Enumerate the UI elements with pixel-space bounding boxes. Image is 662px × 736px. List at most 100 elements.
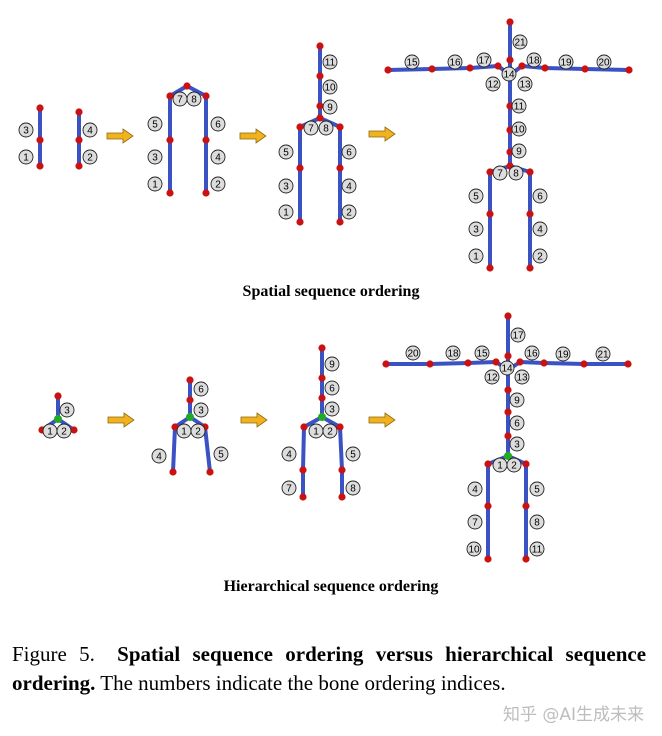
joint-hi4-sp2 <box>504 408 512 416</box>
index-badge-sp3-10 <box>322 79 338 95</box>
joint-sp2-lh <box>166 92 174 100</box>
index-badge-hi4-7 <box>467 514 483 530</box>
index-badge-hi3-5 <box>345 446 361 462</box>
joint-sp1-a2 <box>36 136 44 144</box>
joint-sp1-a3 <box>36 162 44 170</box>
joint-sp4-ra2 <box>581 65 589 73</box>
joint-sp4-neck <box>506 56 514 64</box>
bone-index-hi3-8: 8 <box>350 484 356 495</box>
bone-index-sp2-2: 2 <box>215 180 221 191</box>
index-badge-sp4-20 <box>596 54 612 70</box>
joint-sp4-lf <box>486 264 494 272</box>
bone-index-hi3-9: 9 <box>329 360 335 371</box>
joint-sp4-ra3 <box>625 66 633 74</box>
arrow-5 <box>240 412 268 428</box>
root-joint-hi1-r <box>54 415 62 423</box>
joint-hi4-rh <box>522 460 530 468</box>
bone-index-sp1-2: 2 <box>87 153 93 164</box>
index-badge-sp4-15 <box>404 54 420 70</box>
hierarchical-panel-title: Hierarchical sequence ordering <box>223 578 439 595</box>
joint-sp4-la2 <box>428 65 436 73</box>
index-badge-hi4-3 <box>509 436 525 452</box>
index-badge-sp4-10 <box>511 121 527 137</box>
index-badge-sp4-13 <box>517 76 533 92</box>
joint-hi3-rf <box>338 493 346 501</box>
joint-sp1-b1 <box>75 108 83 116</box>
bone-index-sp1-3: 3 <box>23 126 29 137</box>
index-badge-sp3-11 <box>322 54 338 70</box>
bone-index-sp3-1: 1 <box>283 208 289 219</box>
bone-index-hi4-4: 4 <box>472 485 478 496</box>
bone-index-sp4-4: 4 <box>537 225 543 236</box>
index-badge-sp4-4 <box>532 221 548 237</box>
joint-hi3-lf <box>299 493 307 501</box>
index-badge-hi4-4 <box>467 481 483 497</box>
bone-index-hi4-6: 6 <box>514 419 520 430</box>
index-badge-hi4-18 <box>445 345 461 361</box>
joint-sp2-rf <box>202 189 210 197</box>
bone-index-sp4-2: 2 <box>537 252 543 263</box>
joint-hi3-s1 <box>318 394 326 402</box>
bone-index-hi4-5: 5 <box>534 485 540 496</box>
bone-index-sp4-6: 6 <box>537 192 543 203</box>
index-badge-hi2-5 <box>213 446 229 462</box>
index-badge-sp3-5 <box>278 144 294 160</box>
bone-index-hi4-8: 8 <box>534 518 540 529</box>
index-badge-sp4-18 <box>526 52 542 68</box>
bone-index-hi3-2: 2 <box>327 427 333 438</box>
index-badge-sp3-3 <box>278 178 294 194</box>
bone-index-hi2-2: 2 <box>195 427 201 438</box>
index-badge-sp4-3 <box>468 221 484 237</box>
bone-index-sp3-11: 11 <box>325 58 336 69</box>
joint-hi2-lh <box>171 423 179 431</box>
root-joint-hi3-r <box>318 413 326 421</box>
joint-hi3-rk <box>338 466 346 474</box>
joint-sp4-sh_l <box>494 62 502 70</box>
index-badge-hi4-13 <box>514 369 530 385</box>
index-badge-hi2-3 <box>193 402 209 418</box>
joint-sp4-ra1 <box>541 64 549 72</box>
bone-hi4-4 <box>466 360 498 365</box>
index-badge-sp2-2 <box>210 176 226 192</box>
bone-index-sp4-15: 15 <box>406 58 418 69</box>
index-badge-hi4-20 <box>405 345 421 361</box>
index-badge-sp4-16 <box>447 54 463 70</box>
bone-index-sp3-7: 7 <box>308 124 314 135</box>
bone-index-hi1-3: 3 <box>64 406 70 417</box>
index-badge-sp2-3 <box>147 149 163 165</box>
root-joint-hi2-r <box>186 413 194 421</box>
joint-sp2-lf <box>166 189 174 197</box>
bone-index-hi3-7: 7 <box>286 484 292 495</box>
index-badge-sp4-5 <box>468 188 484 204</box>
caption-text: The numbers indicate the bone ordering i… <box>100 671 506 695</box>
joint-hi3-s2 <box>318 374 326 382</box>
joint-hi4-head <box>504 312 512 320</box>
index-badge-sp2-8 <box>186 91 202 107</box>
index-badge-sp3-6 <box>341 144 357 160</box>
joint-sp3-pel <box>316 114 324 122</box>
bone-index-hi4-18: 18 <box>447 349 459 360</box>
index-badge-hi4-11 <box>529 541 545 557</box>
bone-index-sp2-1: 1 <box>152 180 158 191</box>
bone-index-hi4-14: 14 <box>501 364 513 375</box>
index-badge-sp4-8 <box>508 165 524 181</box>
bone-index-hi3-6: 6 <box>329 384 335 395</box>
bone-index-hi4-3: 3 <box>514 440 520 451</box>
index-badge-sp3-9 <box>322 99 338 115</box>
bone-index-hi2-6: 6 <box>198 385 204 396</box>
bone-index-hi2-3: 3 <box>198 406 204 417</box>
index-badge-sp2-4 <box>210 149 226 165</box>
index-badge-hi3-9 <box>324 356 340 372</box>
index-badge-sp1-3 <box>18 122 34 138</box>
arrow-1 <box>106 128 134 144</box>
joint-sp2-lk <box>166 136 174 144</box>
joint-sp3-lk <box>296 164 304 172</box>
index-badge-sp4-11 <box>511 98 527 114</box>
bone-hi2-5 <box>203 425 212 474</box>
bone-index-hi4-13: 13 <box>516 373 528 384</box>
index-badge-hi2-4 <box>151 448 167 464</box>
index-badge-sp2-1 <box>147 176 163 192</box>
joint-sp4-lk <box>486 210 494 218</box>
index-badge-hi3-4 <box>281 446 297 462</box>
watermark: 知乎 @AI生成未来 <box>502 705 644 725</box>
